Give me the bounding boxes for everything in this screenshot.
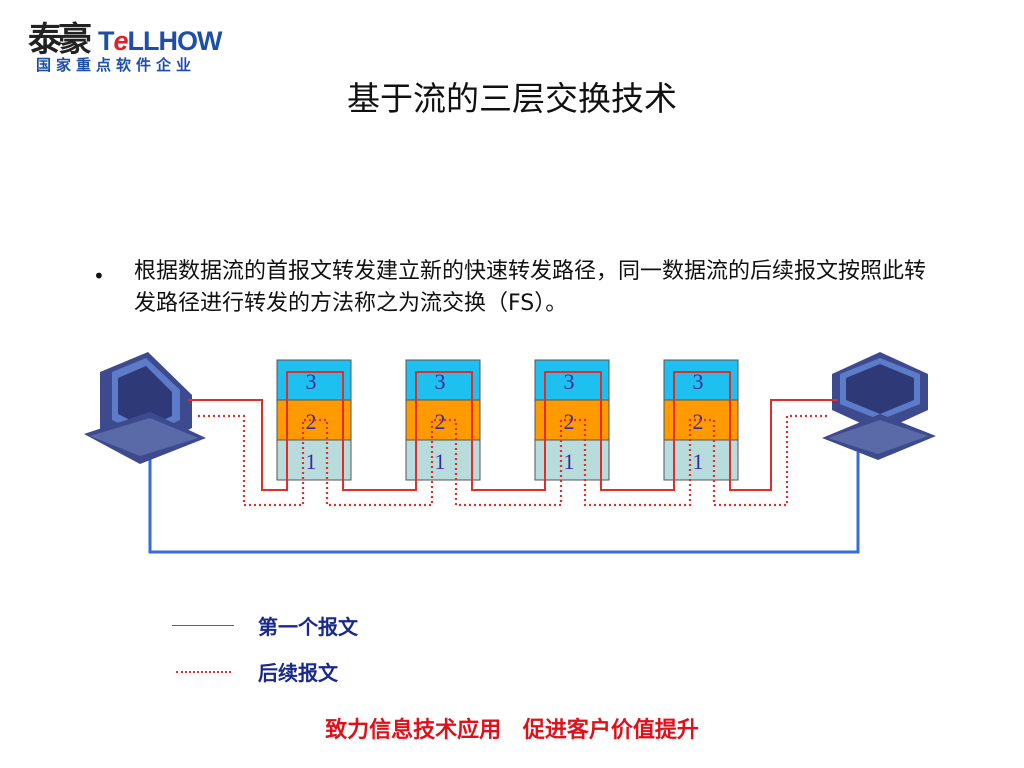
left-computer-icon	[84, 352, 206, 464]
switch-group: 3 2 1 3 2 1 3 2 1 3 2 1	[276, 359, 739, 481]
switch-stack: 3 2 1	[405, 359, 481, 481]
logo-chinese-chars: 泰豪	[28, 20, 92, 60]
switch-layer-1	[534, 439, 610, 481]
switch-layer-2	[405, 399, 481, 441]
switch-layer-label: 3	[693, 369, 704, 394]
switch-stack: 3 2 1	[534, 359, 610, 481]
bullet-marker: •	[93, 264, 105, 288]
right-computer-icon	[822, 352, 936, 460]
slide-title: 基于流的三层交换技术	[347, 79, 677, 118]
subsequent-packet-path	[198, 414, 828, 507]
switch-layer-label: 3	[435, 369, 446, 394]
logo-brand: TeLLHOW	[98, 26, 223, 56]
switch-layer-label: 2	[564, 409, 575, 434]
legend-solid-line	[172, 625, 234, 626]
switch-layer-label: 3	[306, 369, 317, 394]
legend-dotted-line	[176, 671, 231, 673]
switch-layer-1	[663, 439, 739, 481]
company-logo: 泰豪 TeLLHOW 国家重点软件企业	[22, 10, 223, 76]
legend-subsequent-label: 后续报文	[258, 661, 338, 685]
switch-layer-label: 1	[306, 449, 317, 474]
switch-layer-3	[405, 359, 481, 401]
company-slogan: 致力信息技术应用 促进客户价值提升	[325, 718, 699, 743]
switch-layer-2	[534, 399, 610, 441]
switch-layer-3	[534, 359, 610, 401]
switch-layer-3	[663, 359, 739, 401]
switch-layer-label: 1	[564, 449, 575, 474]
base-link-line	[148, 452, 860, 554]
switch-layer-1	[405, 439, 481, 481]
switch-stack: 3 2 1	[276, 359, 352, 481]
switch-layer-label: 2	[435, 409, 446, 434]
switch-layer-label: 1	[693, 449, 704, 474]
switch-layer-label: 3	[564, 369, 575, 394]
switch-layer-label: 2	[306, 409, 317, 434]
logo-tagline: 国家重点软件企业	[36, 56, 197, 74]
switch-stack: 3 2 1	[663, 359, 739, 481]
switch-layer-1	[276, 439, 352, 481]
switch-layer-label: 2	[693, 409, 704, 434]
switch-layer-label: 1	[435, 449, 446, 474]
flow-switching-diagram: 3 2 1 3 2 1 3 2 1 3 2 1	[84, 352, 936, 554]
legend-first-packet-label: 第一个报文	[258, 615, 358, 639]
bullet-text: 根据数据流的首报文转发建立新的快速转发路径，同一数据流的后续报文按照此转发路径进…	[134, 259, 927, 316]
first-packet-path	[188, 371, 838, 491]
